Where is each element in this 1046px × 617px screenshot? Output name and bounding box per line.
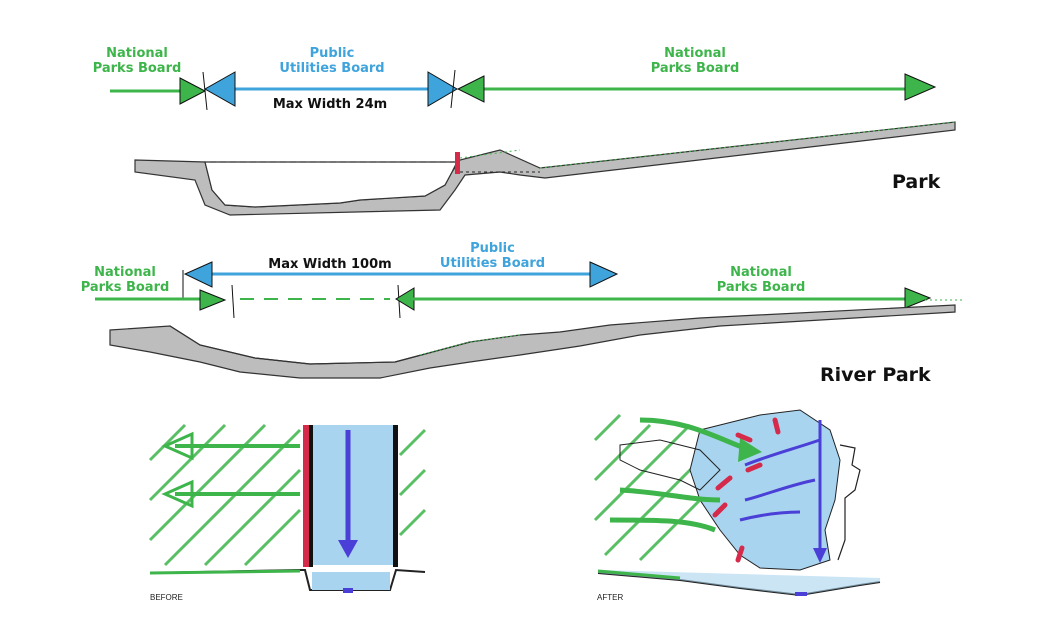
pub-left-arrowhead — [203, 71, 236, 107]
middle-mid-label: Public Utilities Board — [439, 241, 546, 271]
after-green-arrow-2 — [619, 487, 721, 503]
after-river-water — [689, 409, 841, 571]
park-wall-red — [455, 152, 460, 174]
middle-section-title: River Park — [820, 364, 931, 386]
nparks-right-arrowhead — [904, 73, 937, 101]
top-right-label: National Parks Board — [650, 46, 740, 76]
middle-width-label: Max Width 100m — [268, 257, 392, 272]
after-blue-arrow-1 — [744, 438, 821, 467]
after-label: AFTER — [597, 593, 624, 602]
after-panel — [593, 409, 881, 597]
top-section-title: Park — [892, 171, 941, 193]
pub-right-arrowhead — [427, 71, 458, 107]
after-blue-arrow-3 — [739, 510, 801, 522]
middle-left-label: National Parks Board — [80, 265, 170, 295]
nparks-right-back-arrowhead — [456, 75, 485, 103]
before-label: BEFORE — [150, 593, 183, 602]
after-green-arrow-3 — [609, 517, 716, 533]
middle-right-label: National Parks Board — [716, 265, 806, 295]
before-panel — [145, 423, 427, 593]
top-mid-label: Public Utilities Board — [279, 46, 385, 76]
nparks-left-arrowhead — [179, 77, 207, 105]
top-left-label: National Parks Board — [92, 46, 182, 76]
after-blue-arrow-2 — [744, 478, 816, 502]
top-width-label: Max Width 24m — [272, 97, 388, 112]
